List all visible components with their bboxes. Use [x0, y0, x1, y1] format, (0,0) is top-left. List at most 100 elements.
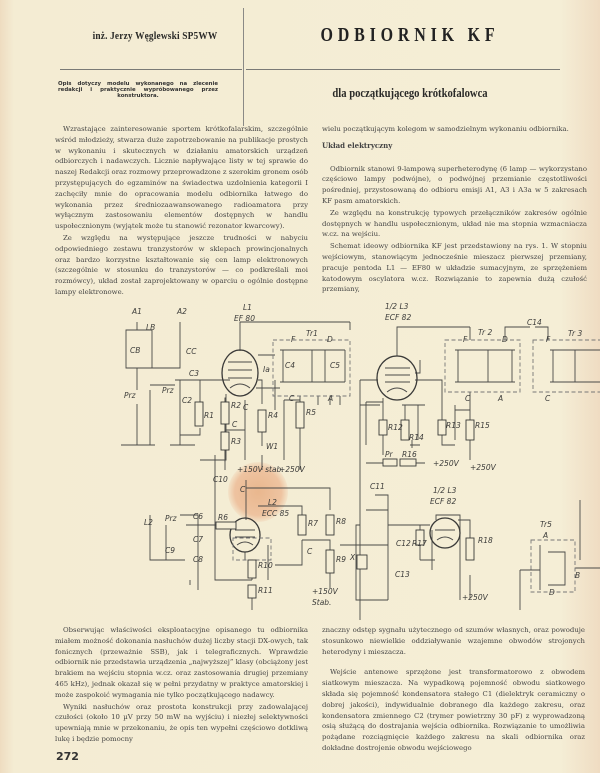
label-b: B: [575, 571, 580, 580]
label-c12: C12: [396, 539, 411, 548]
label-c13: C13: [395, 570, 410, 579]
label-c11: C11: [370, 482, 385, 491]
paragraph: Odbiornik stanowi 9-lampową superheterod…: [322, 164, 587, 205]
label-w1: W1: [266, 442, 278, 451]
label-ia: Ia: [263, 365, 270, 374]
label-r13: R13: [446, 421, 461, 430]
label-stab: Stab.: [312, 598, 331, 607]
label-c6: C6: [193, 512, 203, 521]
paragraph: Wyniki nasłuchów oraz prostota konstrukc…: [55, 702, 308, 743]
text-column-top-left: Wzrastające zainteresowanie sportem krót…: [55, 124, 308, 298]
paragraph-continuation: wielu początkującym kolegom w samodzieln…: [322, 125, 569, 133]
label-c: C: [465, 394, 471, 403]
label-250v: +250V: [279, 465, 306, 474]
label-c7: C7: [193, 535, 203, 544]
label-cc: CC: [186, 347, 197, 356]
label-l2: L2: [268, 498, 277, 507]
label-r16: R16: [402, 450, 417, 459]
label-a1: A1: [131, 307, 142, 316]
label-c2: C2: [182, 396, 192, 405]
paragraph: Ze względu na występujące jeszcze trudno…: [55, 233, 308, 296]
label-r18: R18: [478, 536, 493, 545]
label-prz: Prz: [165, 514, 178, 523]
paper-stain: [228, 462, 288, 522]
label-d: D: [502, 335, 508, 344]
label-r8: R8: [336, 517, 346, 526]
header-vertical-divider: [243, 8, 244, 126]
tube-l3-ecf82-triode: [429, 517, 461, 549]
label-c: C: [307, 547, 313, 556]
crystal-x: [356, 554, 368, 570]
label-r4: R4: [268, 411, 278, 420]
label-c10: C10: [213, 475, 228, 484]
header-rule-left: [60, 69, 242, 70]
tube-l1-ef80: [221, 349, 259, 397]
paragraph: Obserwując właściwości eksploatacyjne op…: [55, 626, 308, 699]
paragraph: Wejście antenowe sprzężone jest transfor…: [322, 668, 585, 752]
resistors: [194, 401, 475, 599]
label-150v-stab: +150V stab.: [237, 465, 284, 474]
paragraph: Schemat ideowy odbiornika KF jest przeds…: [322, 242, 587, 294]
label-ecf82: ECF 82: [430, 497, 456, 506]
paragraph-continuation: znaczny odstęp sygnału użytecznego od sz…: [322, 626, 585, 656]
text-column-top-right: wielu początkującym kolegom w samodzieln…: [322, 124, 587, 295]
label-l2-coil: L2: [144, 518, 153, 527]
tubes: [221, 349, 461, 561]
label-a: A: [497, 394, 503, 403]
label-c: C: [240, 485, 246, 494]
page-number: 272: [56, 750, 79, 763]
label-ecf82: ECF 82: [385, 313, 411, 322]
tr2-shield: [444, 339, 521, 393]
label-r7: R7: [308, 519, 318, 528]
label-r15: R15: [475, 421, 490, 430]
label-lb: LB: [146, 323, 155, 332]
article-subtitle: dla początkującego krótkofalowca: [332, 86, 488, 100]
label-c: C: [232, 420, 238, 429]
label-r1: R1: [204, 411, 214, 420]
label-d: D: [549, 588, 555, 597]
transformer-shields: [272, 339, 600, 593]
label-a2: A2: [176, 307, 187, 316]
label-r10: R10: [258, 561, 273, 570]
editorial-note: Opis dotyczy modelu wykonanego na zlecen…: [58, 81, 218, 100]
label-a: A: [542, 531, 548, 540]
label-ef80: EF 80: [234, 314, 255, 323]
tube-l3-ecf82: [376, 355, 418, 401]
label-prz: Prz: [124, 391, 137, 400]
text-column-bottom-left: Obserwując właściwości eksploatacyjne op…: [55, 625, 308, 745]
label-250v: +250V: [433, 459, 460, 468]
tr5-shield: [530, 539, 576, 593]
label-half-l3: 1/2 L3: [433, 486, 457, 495]
label-250v: +250V: [470, 463, 497, 472]
header-rule-right: [246, 69, 560, 70]
label-c9: C9: [165, 546, 175, 555]
label-150v: +150V: [312, 587, 339, 596]
schematic-wires: [121, 321, 600, 620]
label-f: F: [546, 335, 551, 344]
paragraph: Ze względu na konstrukcję typowych przeł…: [322, 208, 587, 239]
label-f: F: [291, 335, 296, 344]
label-r17: R17: [412, 539, 427, 548]
label-a: A: [327, 394, 333, 403]
circuit-schematic: A1 A2 LB CB CC L1 EF 80 Tr1 F D C4 C5 C …: [121, 302, 600, 620]
article-title: ODBIORNIK KF: [320, 24, 500, 46]
label-pr: Pr: [385, 450, 394, 459]
label-r3: R3: [231, 437, 241, 446]
label-r2: R2: [231, 401, 241, 410]
label-half-l3: 1/2 L3: [385, 302, 409, 311]
label-r11: R11: [258, 586, 273, 595]
author-byline: inż. Jerzy Węglewski SP5WW: [92, 30, 218, 42]
label-c14: C14: [527, 318, 542, 327]
label-x: X: [349, 553, 356, 562]
label-c5: C5: [330, 361, 340, 370]
text-column-bottom-right: znaczny odstęp sygnału użytecznego od sz…: [322, 625, 585, 754]
label-d: D: [327, 335, 333, 344]
tube-l2-ecc85: [229, 517, 261, 553]
label-cb: CB: [130, 346, 140, 355]
label-r12: R12: [388, 423, 403, 432]
label-f: F: [463, 335, 468, 344]
paragraph: Wzrastające zainteresowanie sportem krót…: [55, 125, 308, 231]
label-ecc85: ECC 85: [262, 509, 289, 518]
label-c4: C4: [285, 361, 295, 370]
label-prz: Prz: [162, 386, 175, 395]
